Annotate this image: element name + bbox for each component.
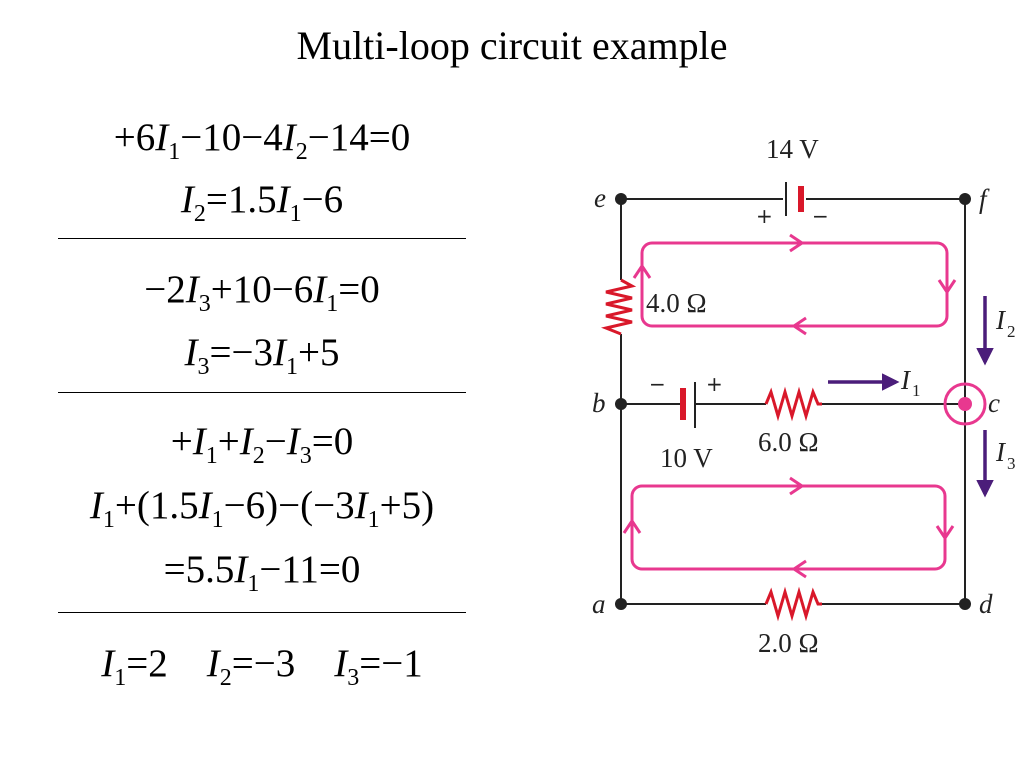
- node-b: [615, 398, 627, 410]
- battery-top-label: 14 V: [766, 134, 819, 164]
- current-i2-letter: I: [995, 305, 1007, 335]
- equation-loop1: +6I1−10−4I2−14=0: [113, 116, 411, 165]
- battery-14v: [785, 182, 804, 216]
- node-c: [958, 397, 972, 411]
- node-a-label: a: [592, 589, 606, 619]
- node-e: [615, 193, 627, 205]
- circuit-wires: [620, 198, 966, 605]
- resistor-mid-label: 6.0 Ω: [758, 427, 819, 457]
- current-i1-sub: 1: [912, 381, 921, 400]
- current-i3-sub: 3: [1007, 454, 1016, 473]
- node-e-label: e: [594, 183, 606, 213]
- node-f: [959, 193, 971, 205]
- equation-loop2: −2I3+10−6I1=0: [144, 268, 380, 317]
- resistor-2ohm: [764, 586, 822, 622]
- battery-mid-minus: −: [649, 372, 666, 396]
- node-f-label: f: [979, 184, 990, 214]
- loop-lower: [622, 476, 955, 579]
- node-d-label: d: [979, 589, 993, 619]
- page-title: Multi-loop circuit example: [296, 23, 728, 68]
- current-i1-letter: I: [900, 365, 912, 395]
- equation-loop1-solved: I2=1.5I1−6: [180, 178, 344, 227]
- junction-c-highlight: [943, 382, 987, 426]
- node-c-label: c: [988, 388, 1000, 418]
- equation-substitution: I1+(1.5I1−6)−(−3I1+5): [89, 484, 435, 533]
- divider-1: [58, 238, 466, 239]
- resistor-bottom-label: 2.0 Ω: [758, 628, 819, 658]
- battery-mid-plus: +: [706, 372, 723, 396]
- node-b-label: b: [592, 388, 606, 418]
- resistor-4ohm: [600, 278, 637, 336]
- node-d: [959, 598, 971, 610]
- resistor-left-label: 4.0 Ω: [646, 288, 707, 318]
- equation-loop2-solved: I3=−3I1+5: [184, 331, 340, 380]
- current-i3-letter: I: [995, 437, 1007, 467]
- battery-top-plus: +: [756, 204, 773, 228]
- equation-substitution-result: =5.5I1−11=0: [163, 548, 361, 597]
- battery-10v: [680, 382, 696, 428]
- battery-mid-label: 10 V: [660, 443, 713, 473]
- loop-upper: [632, 233, 957, 336]
- resistor-6ohm: [764, 386, 822, 422]
- current-i2-sub: 2: [1007, 322, 1016, 341]
- battery-top-minus: −: [812, 204, 829, 228]
- divider-3: [58, 612, 466, 613]
- equation-answer: I1=2 I2=−3 I3=−1: [101, 642, 423, 691]
- divider-2: [58, 392, 466, 393]
- equation-junction: +I1+I2−I3=0: [170, 420, 354, 469]
- node-a: [615, 598, 627, 610]
